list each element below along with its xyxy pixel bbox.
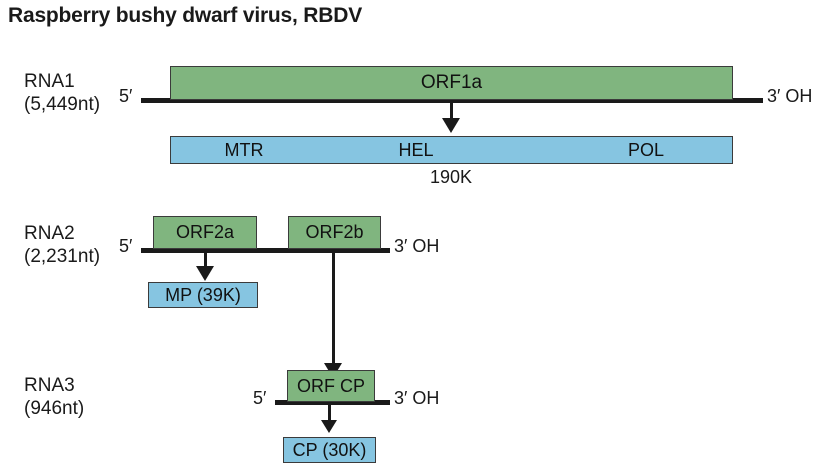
rna1-name: RNA1 [24, 71, 75, 92]
rna3-three-prime-label: 3′ OH [394, 388, 440, 408]
orf-box-orfcp[interactable]: ORF CP [287, 370, 375, 402]
rna2-name: RNA2 [24, 223, 75, 244]
rna3-backbone [275, 400, 390, 405]
rna3-five-prime-label: 5′ [253, 388, 267, 408]
rna1-three-prime-label: 3′ OH [767, 86, 813, 106]
mp-label: MP (39K) [165, 284, 241, 305]
page-title: Raspberry bushy dwarf virus, RBDV [8, 4, 362, 27]
orf2a-to-mp-arrowhead [196, 266, 214, 281]
rna1-length: (5,449nt) [24, 94, 101, 115]
rna2-three-prime-label: 3′ OH [394, 236, 440, 256]
rna3-label-group: RNA3 (946nt) [24, 374, 84, 420]
protein-box-cp[interactable]: CP (30K) [283, 437, 376, 463]
domain-hel: HEL [398, 139, 434, 160]
rna2-backbone [141, 248, 390, 253]
orf-box-orf2b[interactable]: ORF2b [288, 216, 381, 249]
rna2-label-group: RNA2 (2,231nt) [24, 222, 100, 268]
cp-label: CP (30K) [292, 439, 367, 460]
orfcp-to-cp-connector [328, 403, 331, 421]
rna1-backbone [141, 98, 763, 103]
rna2-length: (2,231nt) [24, 246, 101, 267]
orf1a-label: ORF1a [420, 72, 483, 93]
orf-box-orf1a[interactable]: ORF1a [170, 66, 733, 100]
orfcp-to-cp-arrowhead [321, 420, 337, 433]
domain-mtr: MTR [224, 139, 264, 160]
orf1a-to-190k-connector [450, 102, 453, 119]
orf2b-to-orfcp-connector [332, 251, 335, 364]
rna3-length: (946nt) [24, 398, 85, 419]
rna1-five-prime-label: 5′ [119, 86, 133, 106]
protein-bar-190k[interactable]: MTR HEL POL [170, 136, 733, 164]
rna3-name: RNA3 [24, 375, 75, 396]
orf2a-to-mp-connector [204, 251, 207, 267]
orf2a-label: ORF2a [175, 222, 235, 242]
domain-pol: POL [627, 139, 665, 160]
protein-190k-caption: 190K [429, 167, 473, 187]
orf1a-to-190k-arrowhead [442, 118, 460, 133]
orf2b-label: ORF2b [305, 222, 364, 242]
protein-box-mp[interactable]: MP (39K) [148, 282, 258, 308]
rna1-label-group: RNA1 (5,449nt) [24, 70, 100, 116]
orfcp-label: ORF CP [296, 375, 365, 396]
rna2-five-prime-label: 5′ [119, 236, 133, 256]
orf-box-orf2a[interactable]: ORF2a [153, 216, 257, 249]
